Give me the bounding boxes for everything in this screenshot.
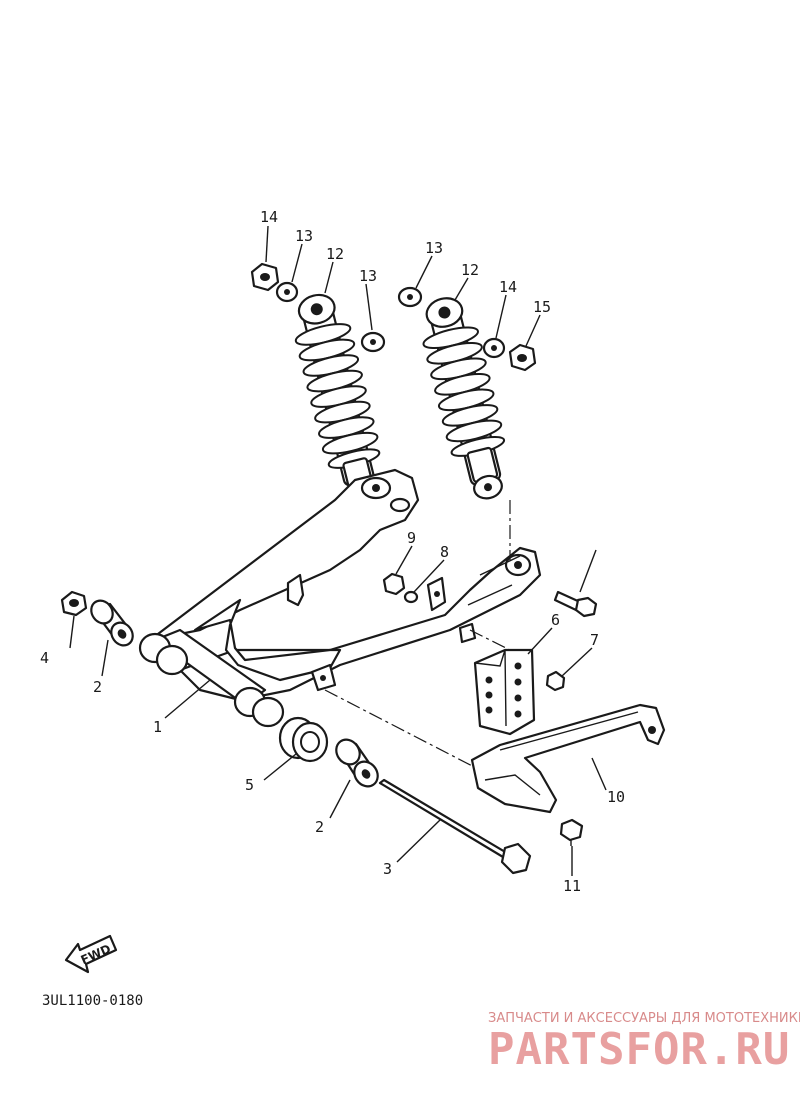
callout-13-a: 13 [295,227,313,245]
callout-10: 10 [607,788,625,806]
assembly-centerline [324,500,511,771]
callout-labels: 14 13 12 13 13 12 14 15 9 8 6 7 10 11 4 … [40,208,625,895]
callout-13-d: 14 [499,278,517,296]
bushing-2-left [90,599,134,647]
nut-9 [382,572,406,596]
diagram-part-code: 3UL1100-0180 [42,993,143,1009]
callout-4: 4 [40,649,49,667]
washer-8 [403,590,419,604]
pivot-shaft-3 [378,778,532,875]
nut-left-14 [250,262,280,292]
watermark-tagline: ЗАПЧАСТИ И АКСЕССУАРЫ ДЛЯ МОТОТЕХНИКИ [488,1011,800,1026]
callout-14-left: 14 [260,208,278,226]
washer-left-13b [360,331,386,353]
leader-lines [69,225,607,876]
bolt-7 [545,670,566,692]
callout-6: 6 [551,611,560,629]
bolt-15 [553,590,598,618]
callout-12-left: 12 [326,245,344,263]
callout-5: 5 [245,776,254,794]
fwd-arrow-icon: FWD [64,934,118,974]
pivot-collar-right [233,686,285,728]
swingarm [148,468,542,707]
callout-8: 8 [440,543,449,561]
bushing-5 [278,716,329,763]
washer-left-13a [275,281,299,303]
washer-right-13d [482,337,506,359]
callout-12-right: 12 [461,261,479,279]
washer-right-13c [397,286,423,308]
bolt-11 [559,818,584,846]
bracket-6 [473,648,536,736]
pivot-collar-left [138,632,189,676]
cap-nut-4 [60,590,88,617]
watermark-logo: PARTSFOR.RU [488,1024,790,1075]
callout-13-b: 13 [359,267,377,285]
nut-right-14 [508,343,537,372]
callout-11: 11 [563,877,581,895]
stand-10 [470,703,666,814]
callout-7: 7 [590,631,599,649]
callout-2-left: 2 [93,678,102,696]
callout-1: 1 [153,718,162,736]
callout-13-c: 13 [425,239,443,257]
right-shock-absorber [422,297,506,500]
callout-14-right: 15 [533,298,551,316]
callout-9: 9 [407,529,416,547]
callout-3: 3 [383,860,392,878]
bushing-2-right [335,738,379,788]
callout-2-right: 2 [315,818,324,836]
watermark: ЗАПЧАСТИ И АКСЕССУАРЫ ДЛЯ МОТОТЕХНИКИ PA… [488,1011,800,1075]
